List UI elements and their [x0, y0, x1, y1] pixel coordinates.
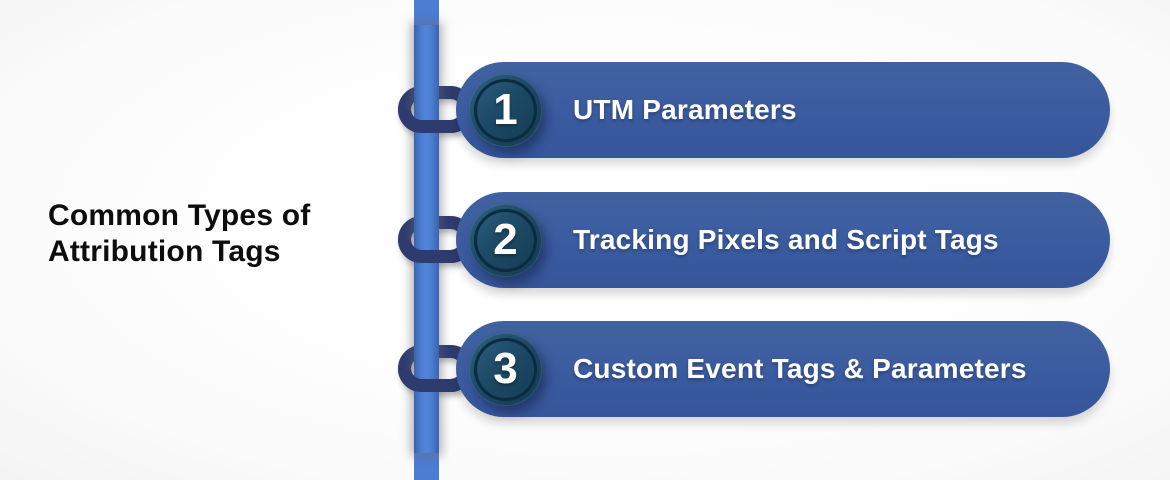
- item-number-badge: 1: [469, 73, 542, 147]
- item-number: 2: [493, 215, 518, 264]
- item-number-badge: 2: [469, 203, 542, 277]
- page-title-line-2: Attribution Tags: [48, 235, 281, 268]
- list-item-tracking-pixels: 2 Tracking Pixels and Script Tags: [456, 192, 1110, 288]
- item-number: 3: [493, 344, 518, 393]
- item-label: UTM Parameters: [573, 94, 797, 125]
- item-label: Tracking Pixels and Script Tags: [573, 224, 999, 255]
- page-title: Common Types of Attribution Tags: [48, 198, 310, 270]
- item-number-badge: 3: [469, 332, 542, 406]
- list-item-custom-event-tags: 3 Custom Event Tags & Parameters: [456, 321, 1110, 417]
- list-item-utm-parameters: 1 UTM Parameters: [456, 62, 1110, 158]
- item-number: 1: [493, 85, 518, 134]
- item-label: Custom Event Tags & Parameters: [573, 353, 1027, 384]
- page-title-line-1: Common Types of: [48, 199, 311, 232]
